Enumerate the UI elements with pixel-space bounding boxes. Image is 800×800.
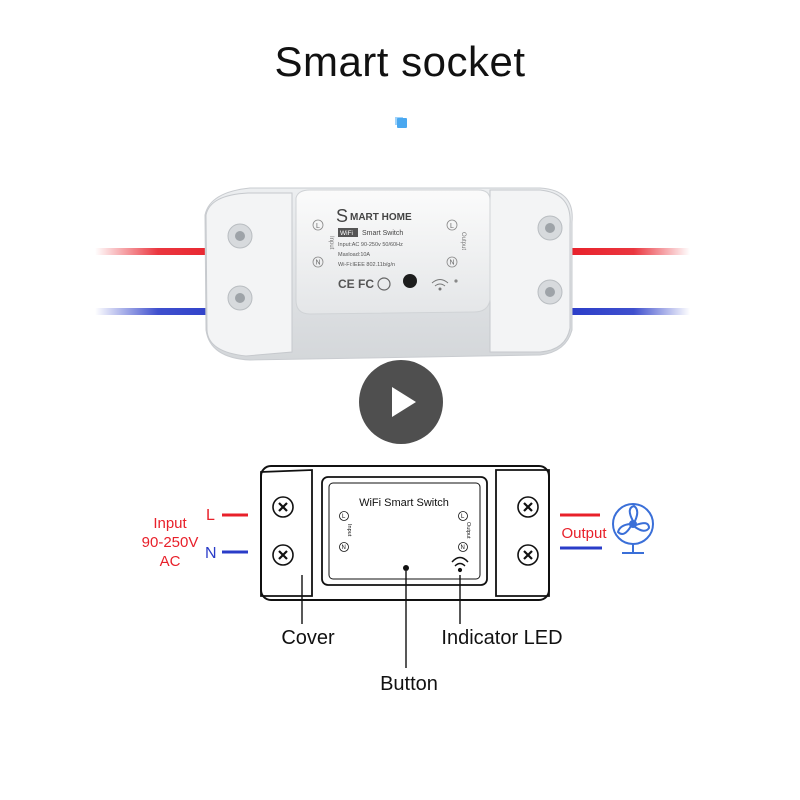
svg-text:N: N xyxy=(316,260,321,267)
model-tag: WiFi xyxy=(340,230,353,237)
neutral-wire-left xyxy=(95,308,235,315)
cert-marks: CE FC xyxy=(338,277,374,291)
play-icon xyxy=(392,387,416,417)
diagram-cover-left xyxy=(260,469,313,597)
diagram-input-n: N xyxy=(205,545,217,562)
svg-text:L: L xyxy=(450,223,454,230)
input-label-line1: Input xyxy=(153,515,187,532)
diagram-outline xyxy=(260,465,550,601)
callout-button: Button xyxy=(380,673,438,695)
svg-text:L: L xyxy=(461,514,465,520)
recycle-icon xyxy=(377,277,391,291)
input-label-line2: 90-250V xyxy=(142,534,199,551)
page-title: Smart socket xyxy=(274,38,526,85)
physical-button xyxy=(403,274,417,288)
diagram-input-l: L xyxy=(206,507,215,524)
photo-terminal-markers: L N L N xyxy=(312,219,458,268)
spec-input: Input:AC 90-250v 50/60Hz xyxy=(338,242,403,248)
wifi-icon xyxy=(451,556,469,573)
spec-max: Maxload:10A xyxy=(338,252,370,258)
fan-icon xyxy=(612,503,654,554)
photo-side-label-input: Input xyxy=(328,236,334,250)
live-wire-right xyxy=(565,248,690,255)
svg-text:N: N xyxy=(450,260,455,267)
output-label: Output xyxy=(561,525,607,542)
diagram-cover-right xyxy=(495,469,550,597)
model-tag-box xyxy=(338,228,358,237)
screw-icon xyxy=(227,215,563,311)
model-name: Smart Switch xyxy=(362,230,403,237)
diagram-module xyxy=(321,476,488,586)
module-terminal-markers: L N L N xyxy=(339,511,468,552)
svg-text:L: L xyxy=(316,223,320,230)
photo-side-label-output: Output xyxy=(460,232,466,250)
cover-left xyxy=(205,192,293,357)
play-button[interactable] xyxy=(359,360,443,444)
photo-indicator-led xyxy=(454,279,458,283)
spec-wifi: Wi-Fi:IEEE 802.11b/g/n xyxy=(338,262,395,268)
cover-right xyxy=(489,189,571,353)
neutral-wire-right xyxy=(565,308,690,315)
diagram-button-dot xyxy=(403,565,409,571)
switch-top-face xyxy=(295,189,491,315)
callout-indicator: Indicator LED xyxy=(441,627,562,649)
brand-initial: S xyxy=(336,206,348,226)
svg-text:N: N xyxy=(342,545,346,551)
module-output-label: Output xyxy=(465,522,471,539)
decorative-dot xyxy=(397,118,407,128)
callout-cover: Cover xyxy=(281,627,335,649)
brand-text: MART HOME xyxy=(350,212,412,223)
input-label-line3: AC xyxy=(160,553,181,570)
diagram-module-inner xyxy=(328,482,481,580)
svg-text:N: N xyxy=(461,545,465,551)
wifi-icon xyxy=(431,279,449,291)
live-wire-left xyxy=(95,248,235,255)
svg-text:L: L xyxy=(342,514,346,520)
screw-icon xyxy=(272,496,539,566)
module-input-label: Input xyxy=(346,524,352,537)
module-label: WiFi Smart Switch xyxy=(359,497,449,509)
